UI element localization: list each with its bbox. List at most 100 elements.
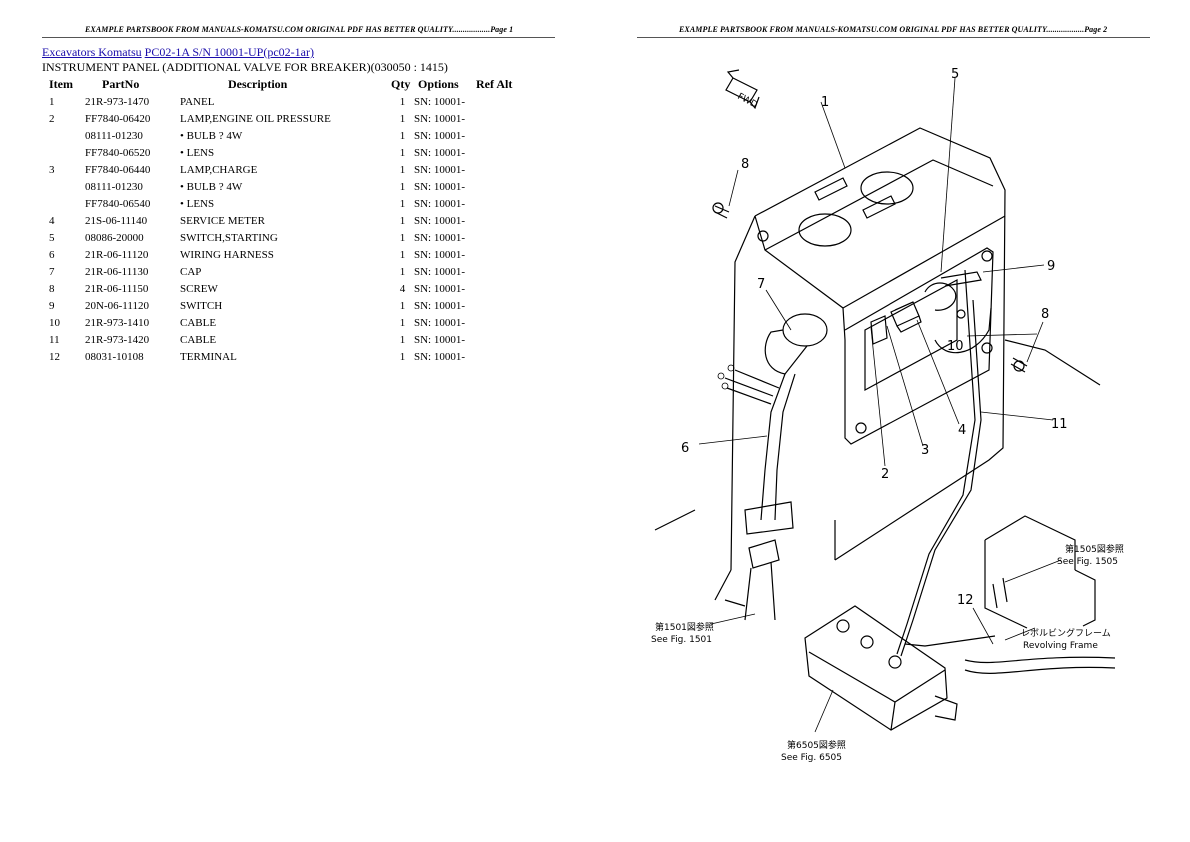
note-frame-en: Revolving Frame xyxy=(1023,641,1098,651)
cell-partno: 21S-06-11140 xyxy=(85,214,148,227)
callout-2: 2 xyxy=(881,467,889,482)
cell-ref xyxy=(476,93,521,110)
cell-qty: 1 xyxy=(399,299,406,312)
note-frame-jp: レボルビングフレーム xyxy=(1021,627,1111,639)
cable-drawing xyxy=(896,269,996,657)
note-fig6505-jp: 第6505図参照 xyxy=(787,739,846,751)
cell-options: SN: 10001- xyxy=(414,350,466,363)
cell-desc: • LENS xyxy=(180,146,215,159)
cell-qty: 1 xyxy=(399,146,406,159)
cell-partno: 21R-06-11120 xyxy=(85,248,149,261)
cell-partno: FF7840-06420 xyxy=(85,112,151,125)
cell-partno: 20N-06-11120 xyxy=(85,299,149,312)
cell-item: 7 xyxy=(49,265,55,278)
cell-qty: 1 xyxy=(399,129,406,142)
cell-qty: 1 xyxy=(399,95,406,108)
note-fig1505-jp: 第1505図参照 xyxy=(1065,543,1124,555)
cell-item: 8 xyxy=(49,282,55,295)
cell-qty: 1 xyxy=(399,214,406,227)
cell-desc: CAP xyxy=(180,265,202,278)
valve-block-drawing xyxy=(804,605,958,731)
cell-ref xyxy=(476,280,521,297)
cell-partno: FF7840-06520 xyxy=(85,146,151,159)
note-fig6505-en: See Fig. 6505 xyxy=(781,753,842,763)
callout-8a: 8 xyxy=(741,157,749,172)
col-header-options: Options xyxy=(418,77,459,91)
cell-qty: 1 xyxy=(399,112,406,125)
cell-partno: 21R-06-11130 xyxy=(85,265,149,278)
header-rule xyxy=(637,37,1150,38)
exploded-parts-diagram: FWD xyxy=(651,67,1124,763)
callouts: 1 2 3 4 5 6 7 8 8 9 10 11 12 xyxy=(681,67,1068,608)
callout-12: 12 xyxy=(957,593,974,608)
cell-ref xyxy=(476,348,521,365)
page-1: EXAMPLE PARTSBOOK FROM MANUALS-KOMATSU.C… xyxy=(42,25,555,365)
cell-ref xyxy=(476,144,521,161)
leader-lines xyxy=(698,77,1062,733)
cell-desc: WIRING HARNESS xyxy=(180,248,274,261)
cell-ref xyxy=(476,331,521,348)
screw-drawing xyxy=(712,202,1028,373)
cell-partno: FF7840-06540 xyxy=(85,197,151,210)
cell-partno: 21R-973-1420 xyxy=(85,333,150,346)
note-fig1501-en: See Fig. 1501 xyxy=(651,635,712,645)
table-row: 7 21R-06-11130 CAP 1 SN: 10001- xyxy=(42,263,521,280)
cell-item: 10 xyxy=(49,316,60,329)
cell-options: SN: 10001- xyxy=(414,214,466,227)
page-banner: EXAMPLE PARTSBOOK FROM MANUALS-KOMATSU.C… xyxy=(85,25,514,34)
callout-5: 5 xyxy=(951,67,959,82)
breadcrumb-link-excavators[interactable]: Excavators Komatsu xyxy=(42,45,142,59)
cell-qty: 1 xyxy=(399,180,406,193)
panel-drawing xyxy=(654,127,1101,601)
cell-ref xyxy=(476,178,521,195)
breadcrumb-link-model[interactable]: PC02-1A S/N 10001-UP(pc02-1ar) xyxy=(144,45,314,59)
cell-item: 2 xyxy=(49,112,55,125)
cell-desc: CABLE xyxy=(180,316,217,329)
page-2: EXAMPLE PARTSBOOK FROM MANUALS-KOMATSU.C… xyxy=(595,0,1190,842)
callout-10: 10 xyxy=(947,339,964,354)
cell-options: SN: 10001- xyxy=(414,265,466,278)
cell-item: 12 xyxy=(49,350,60,363)
cell-item: 1 xyxy=(49,95,55,108)
cell-desc: PANEL xyxy=(180,95,215,108)
cell-item: 4 xyxy=(49,214,55,227)
cell-desc: CABLE xyxy=(180,333,217,346)
cell-options: SN: 10001- xyxy=(414,146,466,159)
cell-partno: 21R-973-1470 xyxy=(85,95,150,108)
col-header-description: Description xyxy=(228,77,288,91)
note-fig1501-jp: 第1501図参照 xyxy=(655,621,714,633)
cell-partno: 08111-01230 xyxy=(85,129,143,142)
cell-options: SN: 10001- xyxy=(414,282,466,295)
callout-3: 3 xyxy=(921,443,929,458)
cell-options: SN: 10001- xyxy=(414,299,466,312)
cell-ref xyxy=(476,246,521,263)
cell-qty: 1 xyxy=(399,163,406,176)
cell-options: SN: 10001- xyxy=(414,197,466,210)
cell-qty: 1 xyxy=(399,333,406,346)
cell-desc: LAMP,ENGINE OIL PRESSURE xyxy=(180,112,331,125)
cell-item xyxy=(42,178,85,195)
cell-qty: 1 xyxy=(399,248,406,261)
cell-item: 5 xyxy=(49,231,55,244)
cell-partno: 21R-06-11150 xyxy=(85,282,149,295)
cell-qty: 1 xyxy=(399,265,406,278)
harness-drawing xyxy=(717,313,828,621)
cell-qty: 1 xyxy=(399,350,406,363)
header-rule xyxy=(42,37,555,38)
cell-qty: 1 xyxy=(399,231,406,244)
callout-1: 1 xyxy=(821,95,829,110)
cell-item: 3 xyxy=(49,163,55,176)
cell-item xyxy=(42,127,85,144)
cell-item xyxy=(42,144,85,161)
cell-options: SN: 10001- xyxy=(414,163,466,176)
cell-item xyxy=(42,195,85,212)
